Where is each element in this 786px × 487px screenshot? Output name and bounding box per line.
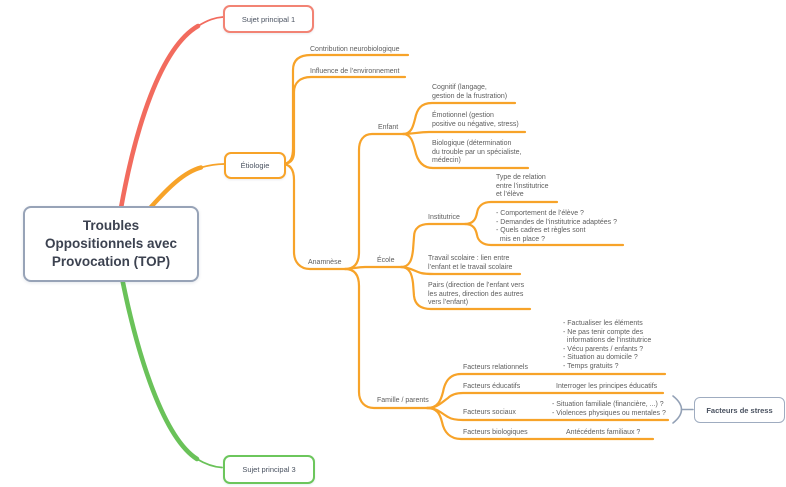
node-famille-parents[interactable]: Famille / parents <box>377 397 429 404</box>
node-pairs[interactable]: Pairs (direction de l’enfant vers les au… <box>428 282 525 306</box>
etiologie-subtree-lines <box>280 53 670 441</box>
line-to-emotionnel <box>401 130 527 136</box>
central-topic[interactable]: Troubles Oppositionnels avec Provocation… <box>23 206 199 282</box>
branch-sujet3-thin <box>196 458 223 469</box>
branch-etiologie-curve <box>148 163 225 210</box>
branch-sujet1-thick <box>118 23 201 211</box>
node-cognitif[interactable]: Cognitif (langage, gestion de la frustra… <box>432 84 508 100</box>
line-to-questions <box>463 222 625 247</box>
node-questions-institutrice[interactable]: - Comportement de l’élève ? - Demandes d… <box>496 210 618 243</box>
node-anamnese[interactable]: Anamnèse <box>308 259 342 266</box>
branch-sujet1-curve <box>118 16 224 211</box>
node-interroger-principes[interactable]: Interroger les principes éducatifs <box>556 383 658 390</box>
line-to-pairs <box>399 265 532 311</box>
node-influence-environnement[interactable]: Influence de l’environnement <box>310 68 400 75</box>
node-facteurs-sociaux[interactable]: Facteurs sociaux <box>463 409 516 416</box>
line-to-influence <box>280 75 407 166</box>
node-travail-scolaire[interactable]: Travail scolaire : lien entre l’enfant e… <box>428 255 513 271</box>
node-factualiser-elements[interactable]: - Factualiser les éléments - Ne pas teni… <box>563 320 652 370</box>
bracket-curve <box>672 395 683 424</box>
node-biologique[interactable]: Biologique (détermination du trouble par… <box>432 140 522 164</box>
branch-etiologie-thick <box>148 165 204 210</box>
topic-sujet-principal-1[interactable]: Sujet principal 1 <box>223 5 314 33</box>
node-facteurs-relationnels[interactable]: Facteurs relationnels <box>463 364 528 371</box>
line-to-institutrice <box>399 222 467 269</box>
summary-bracket <box>672 395 694 424</box>
line-to-educatifs <box>425 391 665 410</box>
node-situation-familiale[interactable]: - Situation familiale (financière, ...) … <box>552 401 666 417</box>
node-antecedents-familiaux[interactable]: Antécédents familiaux ? <box>566 429 641 436</box>
node-ecole[interactable]: École <box>377 257 395 264</box>
branch-sujet1-thin <box>197 16 224 27</box>
node-enfant[interactable]: Enfant <box>378 124 399 131</box>
line-to-cognitif <box>401 101 517 136</box>
node-emotionnel[interactable]: Émotionnel (gestion positive ou négative… <box>432 112 519 128</box>
line-to-ecole <box>343 265 403 271</box>
line-to-famille <box>343 267 429 410</box>
node-contribution-neurobiologique[interactable]: Contribution neurobiologique <box>310 46 400 53</box>
topic-etiologie[interactable]: Étiologie <box>224 152 286 179</box>
branch-sujet3-thick <box>119 275 200 462</box>
topic-sujet-principal-3[interactable]: Sujet principal 3 <box>223 455 315 484</box>
topic-facteurs-de-stress[interactable]: Facteurs de stress <box>694 397 785 423</box>
node-facteurs-biologiques[interactable]: Facteurs biologiques <box>463 429 528 436</box>
line-to-enfant <box>343 132 405 271</box>
branch-etiologie-thin <box>200 163 225 169</box>
line-to-biologique <box>401 132 530 170</box>
line-to-type-relation <box>463 200 559 226</box>
node-type-relation[interactable]: Type de relation entre l’institutrice et… <box>496 174 549 198</box>
node-institutrice[interactable]: Institutrice <box>428 214 460 221</box>
line-to-anamnese <box>280 162 347 271</box>
branch-sujet3-curve <box>119 275 223 469</box>
node-facteurs-educatifs[interactable]: Facteurs éducatifs <box>463 383 521 390</box>
line-to-biologiques <box>425 406 655 441</box>
